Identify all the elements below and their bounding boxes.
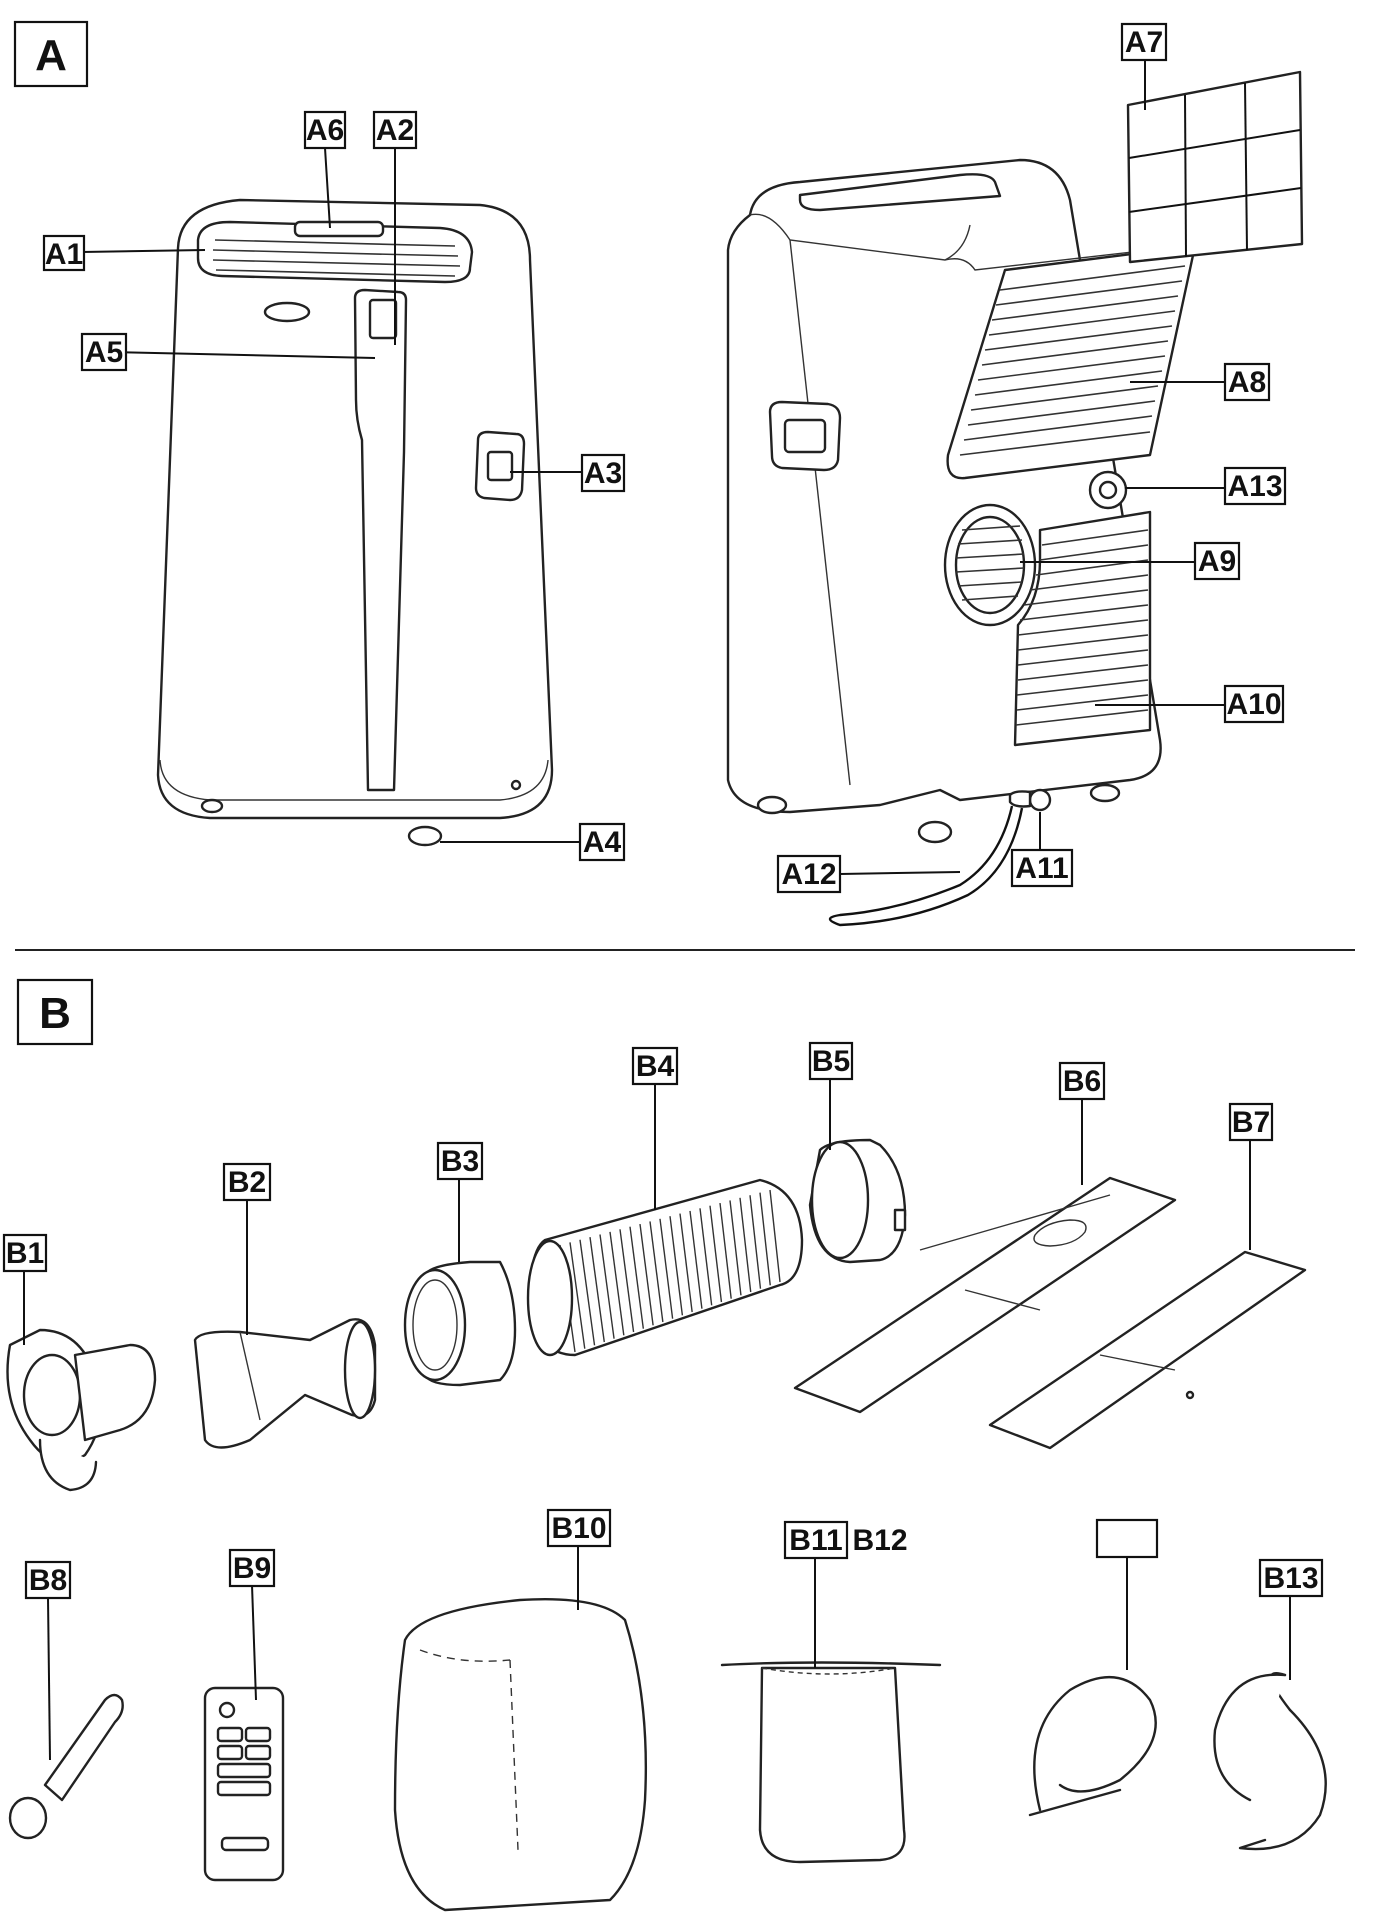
label-B7: B7 [1228, 1102, 1274, 1142]
part-b4-hose [526, 1178, 804, 1357]
label-A10: A10 [1223, 684, 1285, 724]
svg-text:B6: B6 [1063, 1065, 1101, 1098]
part-b7-window-kit [988, 1250, 1307, 1450]
part-b3-connector [403, 1260, 517, 1387]
svg-text:B11: B11 [789, 1524, 842, 1557]
section-a-marker: A [13, 20, 89, 88]
front-unit [156, 198, 554, 847]
svg-text:A2: A2 [376, 114, 414, 147]
label-B8: B8 [24, 1560, 72, 1600]
section-b-marker: B [16, 978, 94, 1046]
label-A3: A3 [580, 453, 626, 493]
label-A2: A2 [372, 110, 418, 150]
leader-lines-a [81, 60, 1225, 875]
label-A4: A4 [578, 822, 626, 862]
rear-unit [726, 70, 1304, 927]
svg-text:B13: B13 [1263, 1562, 1318, 1595]
svg-text:A12: A12 [781, 858, 836, 891]
label-B5: B5 [808, 1041, 854, 1081]
label-A5: A5 [80, 332, 128, 372]
svg-text:A8: A8 [1228, 366, 1266, 399]
svg-text:B3: B3 [441, 1145, 479, 1178]
svg-text:A10: A10 [1226, 688, 1281, 721]
label-B4: B4 [631, 1046, 679, 1086]
remote-control-icon [203, 1686, 285, 1882]
label-B3: B3 [436, 1141, 484, 1181]
svg-text:B: B [39, 989, 71, 1038]
storage-bag-icon [720, 1661, 942, 1864]
label-A9: A9 [1193, 541, 1241, 581]
part-b6-window-kit [793, 1176, 1177, 1414]
svg-text:B8: B8 [29, 1564, 67, 1597]
label-B9: B9 [228, 1548, 276, 1588]
ring-gasket-icon [1213, 1672, 1327, 1851]
svg-text:B4: B4 [636, 1050, 675, 1083]
label-A8: A8 [1223, 362, 1271, 402]
label-B1: B1 [2, 1233, 48, 1273]
svg-text:A3: A3 [584, 457, 622, 490]
svg-text:A: A [35, 31, 67, 80]
label-B6: B6 [1058, 1061, 1106, 1101]
label-A1: A1 [42, 234, 86, 272]
svg-text:A11: A11 [1015, 852, 1068, 885]
svg-text:B2: B2 [228, 1166, 266, 1199]
svg-text:A4: A4 [583, 826, 622, 859]
svg-text:B7: B7 [1232, 1106, 1270, 1139]
svg-text:B10: B10 [551, 1512, 606, 1545]
svg-text:A6: A6 [306, 114, 344, 147]
svg-text:A5: A5 [85, 336, 123, 369]
part-b5-connector [808, 1138, 907, 1264]
svg-text:B1: B1 [6, 1237, 44, 1270]
part-b1-adapter [6, 1328, 157, 1492]
label-A11: A11 [1010, 848, 1074, 888]
foam-seal-strip-icon [1028, 1676, 1157, 1817]
label-A12: A12 [776, 854, 842, 894]
label-A13: A13 [1223, 466, 1287, 506]
part-b8-plug [8, 1693, 124, 1840]
label-A6: A6 [303, 110, 347, 150]
svg-text:A9: A9 [1198, 545, 1236, 578]
label-B13: B13 [1258, 1558, 1324, 1598]
svg-text:A1: A1 [45, 238, 83, 271]
svg-text:B5: B5 [812, 1045, 850, 1078]
svg-text:A13: A13 [1227, 470, 1282, 503]
label-A7: A7 [1120, 22, 1168, 62]
label-B10: B10 [546, 1508, 612, 1548]
label-B2: B2 [222, 1162, 272, 1202]
protective-cover-icon [393, 1597, 648, 1912]
svg-text:A7: A7 [1125, 26, 1163, 59]
part-b2-nozzle [193, 1318, 377, 1449]
label-B11: B11 [783, 1520, 849, 1560]
label-B12: B12 [852, 1524, 907, 1557]
svg-text:B9: B9 [233, 1552, 271, 1585]
unlabelled-box [1095, 1518, 1159, 1559]
